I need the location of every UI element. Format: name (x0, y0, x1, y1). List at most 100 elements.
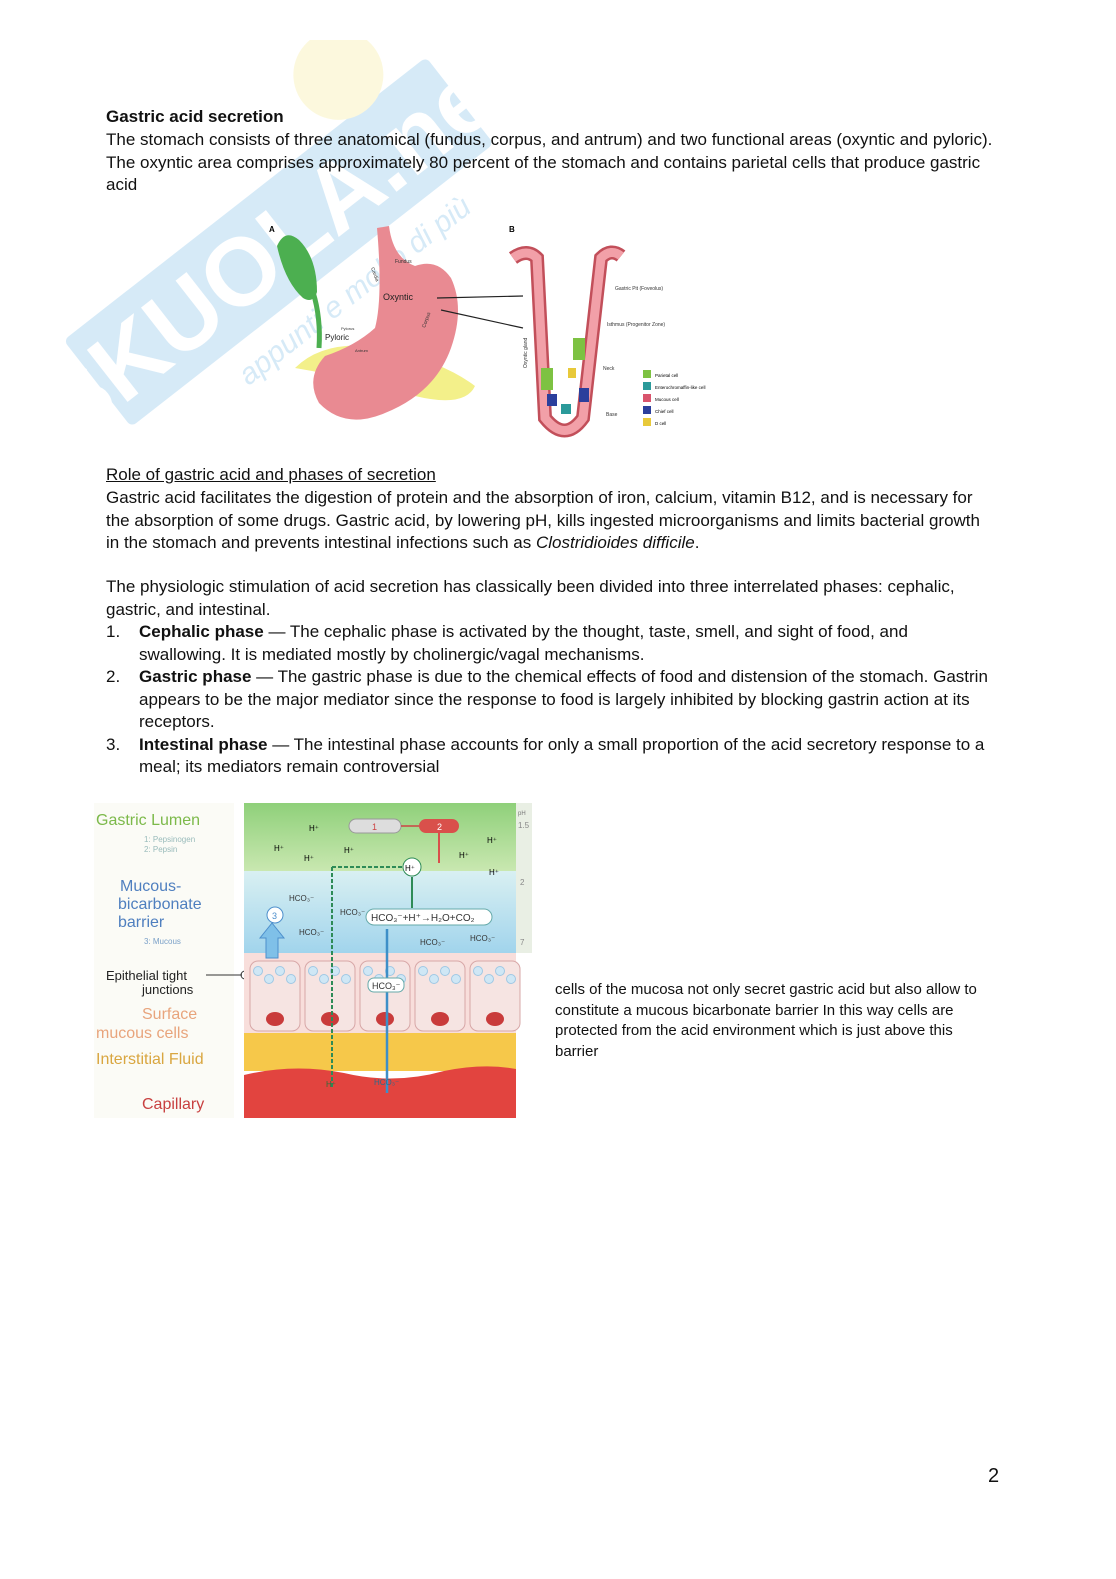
role-subheading: Role of gastric acid and phases of secre… (106, 465, 436, 484)
svg-text:Corpus: Corpus (421, 311, 432, 329)
gallbladder-shape (277, 235, 317, 300)
phases-list: 1.Cephalic phase — The cephalic phase is… (106, 621, 998, 779)
cell-nucleus (321, 1012, 339, 1026)
svg-text:Gastric Pit (Foveolus): Gastric Pit (Foveolus) (615, 286, 663, 292)
mucous-granule (451, 974, 461, 984)
svg-text:Cardia: Cardia (369, 267, 380, 283)
svg-text:Capillary: Capillary (142, 1096, 204, 1113)
legend-swatch (643, 406, 651, 414)
svg-text:1.5: 1.5 (518, 821, 530, 830)
mucous-granule (264, 974, 274, 984)
legend-label: D cell (655, 421, 666, 426)
mucous-granule (495, 966, 505, 976)
svg-text:H⁺: H⁺ (344, 846, 354, 855)
svg-text:Interstitial Fluid: Interstitial Fluid (96, 1051, 204, 1068)
legend-swatch (643, 418, 651, 426)
stomach-anatomy-figure: A B Cardia Fundus Oxyntic Corpus Pyloric… (269, 225, 705, 438)
cell-nucleus (266, 1012, 284, 1026)
svg-text:junctions: junctions (141, 982, 194, 997)
svg-text:H⁺: H⁺ (309, 824, 319, 833)
svg-text:HCO₃⁻: HCO₃⁻ (340, 908, 365, 917)
svg-text:3: 3 (272, 911, 277, 921)
mucous-granule (484, 974, 494, 984)
mucous-granule (319, 974, 329, 984)
svg-text:pH: pH (518, 811, 526, 817)
panel-a-label: A (269, 225, 275, 234)
epithelial-cells (249, 960, 521, 1032)
svg-text:Oxyntic gland: Oxyntic gland (523, 337, 529, 368)
svg-text:2: Pepsin: 2: Pepsin (144, 845, 177, 854)
svg-text:Surface: Surface (142, 1006, 197, 1023)
cell-nucleus (486, 1012, 504, 1026)
svg-text:H⁺: H⁺ (405, 864, 415, 873)
legend-swatch (643, 370, 651, 378)
phase-item-intestinal: 3.Intestinal phase — The intestinal phas… (106, 734, 985, 777)
legend-label: Parietal cell (655, 373, 678, 378)
mucous-granule (418, 966, 428, 976)
phase-item-gastric: 2.Gastric phase — The gastric phase is d… (106, 667, 988, 731)
intro-paragraph: The stomach consists of three anatomical… (106, 130, 993, 194)
section-heading: Gastric acid secretion (106, 107, 284, 126)
svg-text:1: Pepsinogen: 1: Pepsinogen (144, 835, 195, 844)
svg-text:barrier: barrier (118, 914, 165, 931)
mucous-granule (341, 974, 351, 984)
svg-text:bicarbonate: bicarbonate (118, 896, 202, 913)
cell-nucleus (376, 1012, 394, 1026)
svg-text:HCO₃⁻: HCO₃⁻ (299, 928, 324, 937)
svg-text:Epithelial tight: Epithelial tight (106, 968, 187, 983)
svg-text:1: 1 (372, 822, 377, 832)
svg-text:Base: Base (606, 412, 618, 418)
svg-text:3: Mucous: 3: Mucous (144, 937, 181, 946)
svg-text:Mucous-: Mucous- (120, 878, 181, 895)
reaction-equation: HCO₃⁻+H⁺→H₂O+CO₂ (371, 913, 475, 924)
svg-text:HCO₃⁻: HCO₃⁻ (420, 938, 445, 947)
legend-label: Mucous cell (655, 397, 679, 402)
mucous-granule (473, 966, 483, 976)
mucous-barrier-figure: Gastric Lumen 1: Pepsinogen 2: Pepsin Mu… (94, 803, 532, 1118)
svg-text:Neck: Neck (603, 366, 615, 372)
svg-text:HCO₃⁻: HCO₃⁻ (470, 934, 495, 943)
legend-label: Chief cell (655, 409, 674, 414)
phase-item-cephalic: 1.Cephalic phase — The cephalic phase is… (106, 622, 908, 664)
svg-text:7: 7 (520, 938, 525, 947)
label-gastric-lumen: Gastric Lumen (96, 812, 200, 829)
legend-label: Enterochromaffin-like cell (655, 385, 705, 390)
role-paragraph: Gastric acid facilitates the digestion o… (106, 488, 980, 552)
legend-swatch (643, 382, 651, 390)
svg-text:H⁺: H⁺ (274, 844, 284, 853)
svg-text:H⁺: H⁺ (459, 851, 469, 860)
mucous-granule (363, 966, 373, 976)
svg-text:2: 2 (437, 822, 442, 832)
svg-text:HCO₃⁻: HCO₃⁻ (374, 1078, 399, 1087)
oxyntic-gland-diagram (508, 245, 626, 438)
svg-text:Pyloric: Pyloric (325, 333, 349, 342)
figure-caption: cells of the mucosa not only secret gast… (555, 981, 977, 1060)
legend-swatch (643, 394, 651, 402)
svg-text:Pylorus: Pylorus (341, 326, 354, 331)
mucous-granule (253, 966, 263, 976)
svg-text:mucous cells: mucous cells (96, 1025, 188, 1042)
svg-text:Antrum: Antrum (355, 348, 369, 353)
svg-text:H⁺: H⁺ (304, 854, 314, 863)
svg-text:HCO₃⁻: HCO₃⁻ (372, 981, 401, 991)
svg-text:H⁺: H⁺ (326, 1080, 336, 1089)
mucous-granule (275, 966, 285, 976)
svg-text:H⁺: H⁺ (489, 868, 499, 877)
organism-name: Clostridioides difficile (535, 533, 695, 552)
mucous-granule (330, 966, 340, 976)
phases-intro-paragraph: The physiologic stimulation of acid secr… (106, 577, 955, 619)
svg-text:Oxyntic: Oxyntic (383, 292, 414, 302)
mucous-granule (429, 974, 439, 984)
svg-text:HCO₃⁻: HCO₃⁻ (289, 894, 314, 903)
svg-text:2: 2 (520, 878, 525, 887)
mucous-granule (506, 974, 516, 984)
stomach-shape (313, 226, 458, 420)
svg-text:H⁺: H⁺ (487, 836, 497, 845)
cell-nucleus (431, 1012, 449, 1026)
mucous-granule (286, 974, 296, 984)
mucous-granule (440, 966, 450, 976)
svg-text:Isthmus (Progenitor Zone): Isthmus (Progenitor Zone) (607, 322, 665, 328)
panel-b-label: B (509, 225, 515, 234)
